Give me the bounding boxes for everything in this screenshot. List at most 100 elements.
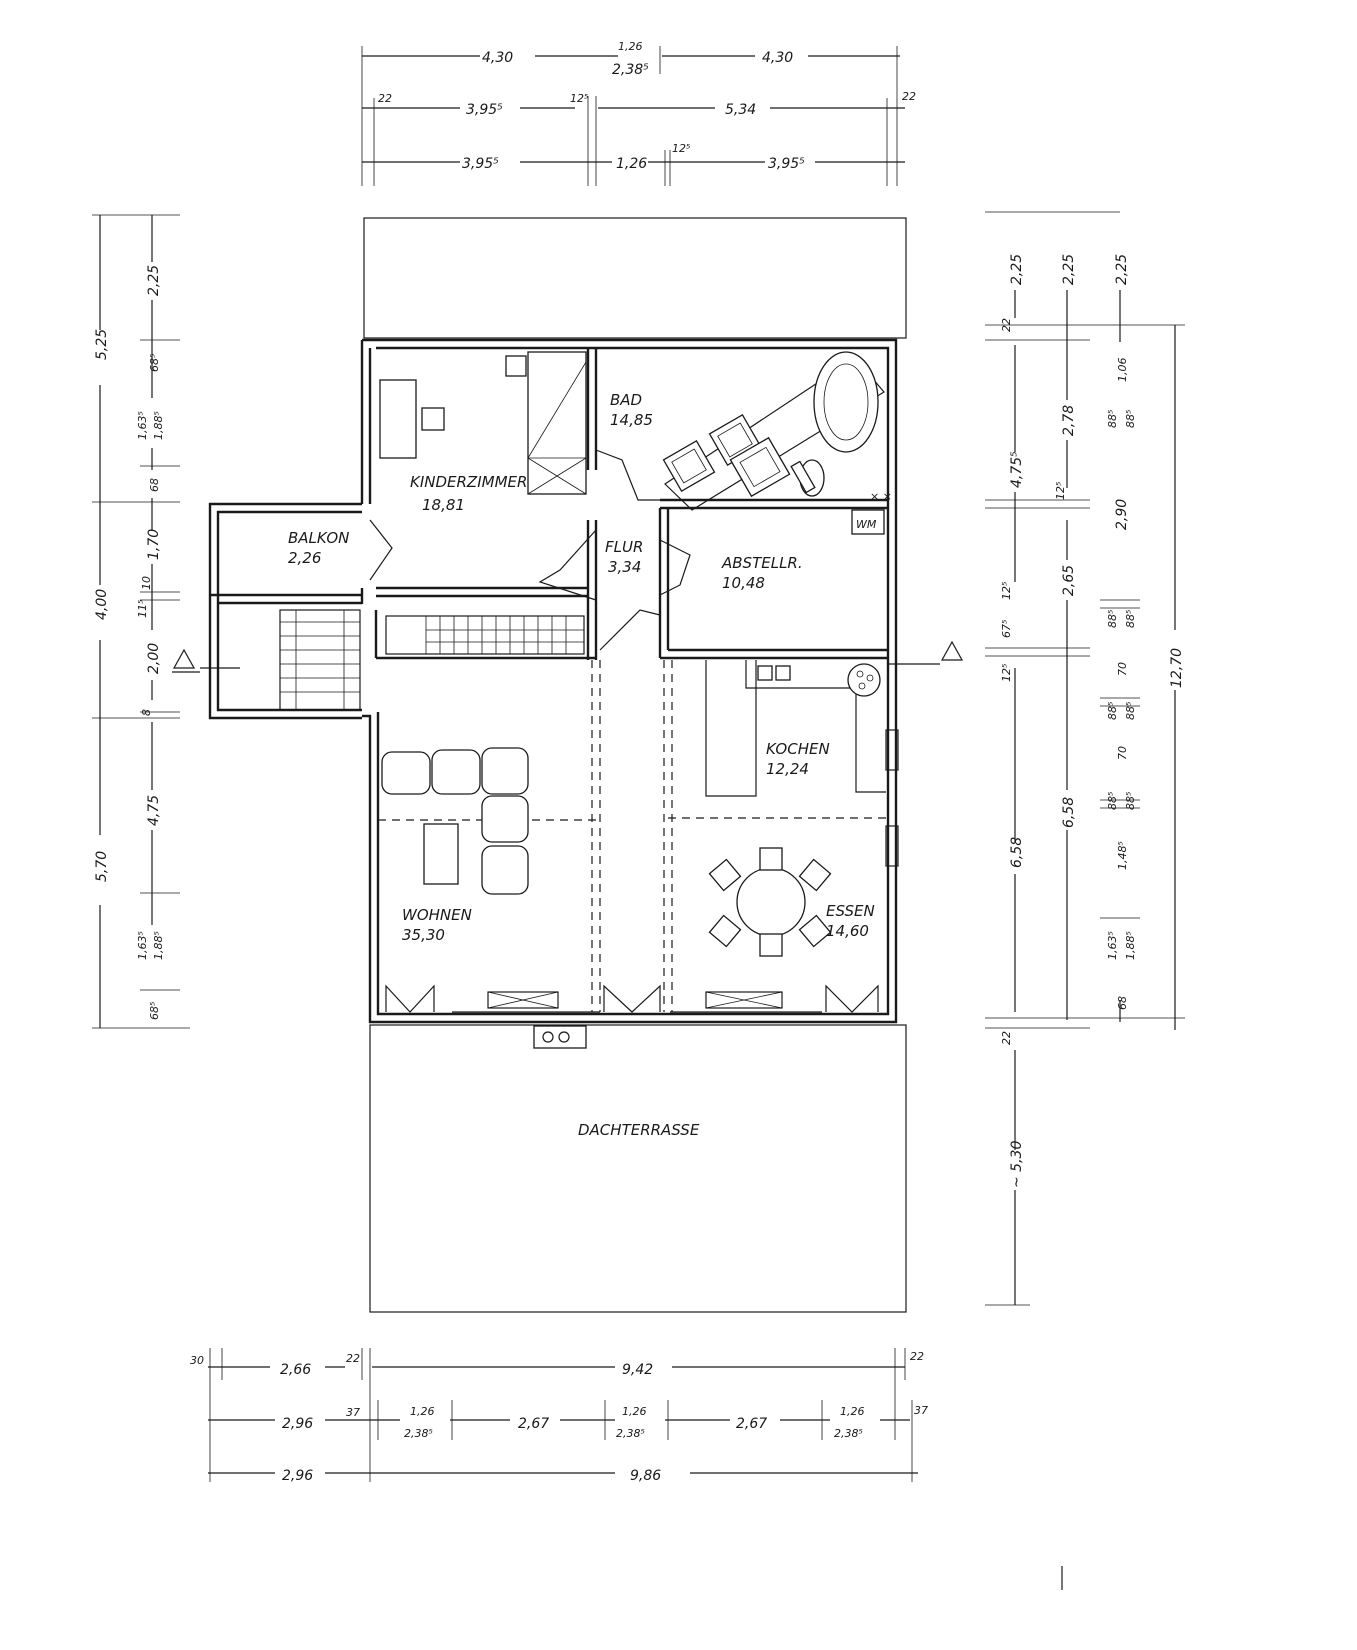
dim-right-2-e: 6,58 <box>1061 797 1077 828</box>
dim-bottom-1-d: 9,42 <box>622 1362 653 1378</box>
room-area-kinderzimmer: 18,81 <box>422 496 465 514</box>
room-area-wohnen: 35,30 <box>402 926 445 944</box>
dim-bottom-2-f: 1,26 <box>622 1405 647 1418</box>
kinderzimmer-furniture <box>379 351 587 495</box>
dim-left-inner-6: 10 <box>140 576 153 590</box>
dim-top-2-e: 22 <box>902 90 916 103</box>
left-dimension-chains: 5,25 4,00 5,70 2,25 68⁵ 1,63⁵ 1,88⁵ 68 1… <box>92 214 190 1029</box>
washing-machine-label: WM <box>856 518 877 531</box>
dim-right-3-l: 88⁵ <box>1106 792 1119 810</box>
stairs <box>279 609 585 711</box>
dim-left-inner-1: 2,25 <box>146 265 162 296</box>
dim-left-inner-4: 68 <box>148 478 161 492</box>
dim-right-1-e: 67⁵ <box>1000 620 1013 638</box>
dim-right-3-b: 1,06 <box>1116 358 1129 383</box>
dim-right-3-a: 2,25 <box>1114 254 1130 285</box>
bottom-dimension-chains: 30 2,66 22 9,42 22 2,96 37 1,26 2,38⁵ 2,… <box>190 1348 928 1484</box>
dim-bottom-1-c: 22 <box>346 1352 360 1365</box>
dim-right-2-c: 12⁵ <box>1054 482 1067 500</box>
walls <box>208 338 898 1024</box>
dim-left-inner-12: 68⁵ <box>148 1002 161 1020</box>
bad-plumbing-mark: × × <box>870 490 892 503</box>
dim-top-2-a: 22 <box>378 92 392 105</box>
dim-right-3-f: 88⁵ <box>1106 610 1119 628</box>
dim-right-3-k: 70 <box>1116 746 1129 760</box>
dim-left-inner-7: 11⁵ <box>136 600 149 618</box>
dim-right-1-b: 22 <box>1000 318 1013 332</box>
dim-left-inner-3: 1,63⁵ <box>136 411 149 440</box>
bad-fixtures: × × <box>662 351 892 511</box>
dim-bottom-2-j: 2,38⁵ <box>834 1427 863 1440</box>
dim-bottom-2-h: 2,67 <box>736 1416 767 1432</box>
south-windows <box>385 729 899 1049</box>
dim-left-inner-11: 1,63⁵ <box>136 931 149 960</box>
room-area-balkon: 2,26 <box>288 549 321 567</box>
dim-left-inner-2: 68⁵ <box>148 354 161 372</box>
roof-terrace-outlines <box>363 217 907 1313</box>
dim-right-1-g: 6,58 <box>1009 837 1025 868</box>
dim-left-outer-2: 4,00 <box>94 589 110 620</box>
dim-top-1-b: 1,26 <box>618 40 643 53</box>
dim-left-inner-5: 1,70 <box>146 529 162 560</box>
dim-right-2-b: 2,78 <box>1061 405 1077 436</box>
room-name-kochen: KOCHEN <box>766 740 830 758</box>
room-area-flur: 3,34 <box>608 558 641 576</box>
dim-bottom-2-a: 2,96 <box>282 1416 313 1432</box>
dim-right-1-h: 22 <box>1000 1031 1013 1045</box>
dim-right-3-q: 68 <box>1116 996 1129 1010</box>
room-area-kochen: 12,24 <box>766 760 809 778</box>
dim-bottom-1-b: 2,66 <box>280 1362 311 1378</box>
dim-bottom-2-i: 1,26 <box>840 1405 865 1418</box>
dim-left-inner-8: 2,00 <box>146 643 162 674</box>
dim-right-3-c: 88⁵ <box>1106 410 1119 428</box>
dim-top-1-d: 4,30 <box>762 50 793 66</box>
dim-top-3-a: 3,95⁵ <box>462 156 499 172</box>
dim-bottom-2-d: 2,38⁵ <box>404 1427 433 1440</box>
dim-bottom-1-e: 22 <box>910 1350 924 1363</box>
dim-bottom-2-e: 2,67 <box>518 1416 549 1432</box>
right-dimension-chains: 2,25 22 4,75⁵ 12⁵ 67⁵ 12⁵ 6,58 22 ~ 5,30… <box>985 211 1185 1306</box>
dim-right-3-g: 88⁵ <box>1124 610 1137 628</box>
dim-top-2-d: 5,34 <box>725 102 756 118</box>
dim-top-3-d: 3,95⁵ <box>768 156 805 172</box>
room-area-bad: 14,85 <box>610 411 653 429</box>
dim-left-outer-1: 5,25 <box>94 329 110 360</box>
dim-right-1-a: 2,25 <box>1009 254 1025 285</box>
dim-top-1-c: 2,38⁵ <box>612 62 649 78</box>
dim-top-3-b: 1,26 <box>616 156 647 172</box>
dim-right-3-d: 88⁵ <box>1124 410 1137 428</box>
dim-right-3-e: 2,90 <box>1114 499 1130 530</box>
section-markers <box>172 640 964 673</box>
dim-right-1-f: 12⁵ <box>1000 664 1013 682</box>
room-name-abstellraum: ABSTELLR. <box>721 554 803 572</box>
dim-left-outer-3: 5,70 <box>94 851 110 882</box>
dim-right-total: 12,70 <box>1169 648 1185 688</box>
dim-right-3-o: 1,63⁵ <box>1106 931 1119 960</box>
dim-top-2-c: 12⁵ <box>570 92 588 105</box>
room-labels: KINDERZIMMER 18,81 BAD 14,85 BALKON 2,26… <box>288 391 875 1139</box>
dim-left-inner-9: 8 <box>140 709 153 716</box>
dim-right-3-n: 1,48⁵ <box>1116 841 1129 870</box>
dim-right-1-c: 4,75⁵ <box>1009 451 1025 488</box>
flur-door-swings <box>369 449 691 651</box>
wohnen-furniture <box>381 747 529 895</box>
dim-bottom-2-b: 37 <box>346 1406 360 1419</box>
dim-bottom-1-a: 30 <box>190 1354 204 1367</box>
dim-right-3-j: 88⁵ <box>1124 702 1137 720</box>
dim-right-3-h: 70 <box>1116 662 1129 676</box>
room-name-bad: BAD <box>610 391 642 409</box>
dim-bottom-3-a: 2,96 <box>282 1468 313 1484</box>
dim-left-inner-3b: 1,88⁵ <box>152 411 165 440</box>
dim-right-3-m: 88⁵ <box>1124 792 1137 810</box>
dim-bottom-2-g: 2,38⁵ <box>616 1427 645 1440</box>
room-name-dachterrasse: DACHTERRASSE <box>578 1121 700 1139</box>
essen-furniture <box>708 847 832 957</box>
structural-dashed-lines <box>378 660 888 1012</box>
room-area-essen: 14,60 <box>826 922 869 940</box>
dim-right-3-p: 1,88⁵ <box>1124 931 1137 960</box>
dim-bottom-3-b: 9,86 <box>630 1468 661 1484</box>
dim-left-inner-10: 4,75 <box>146 795 162 826</box>
room-name-balkon: BALKON <box>288 529 349 547</box>
room-name-essen: ESSEN <box>826 902 875 920</box>
